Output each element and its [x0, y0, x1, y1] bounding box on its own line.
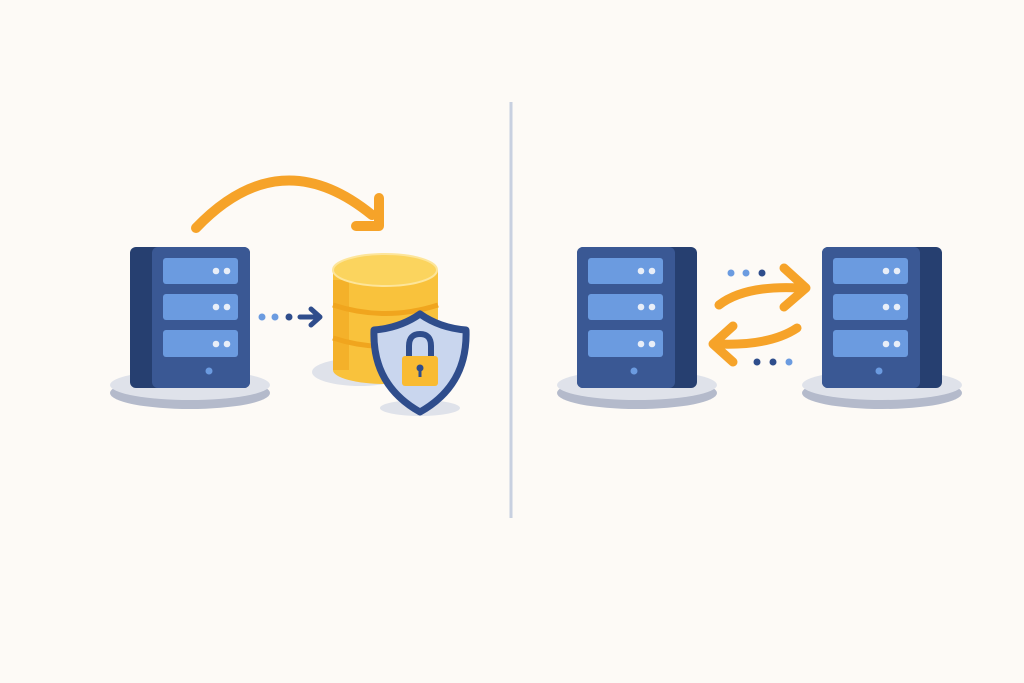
left-panel [110, 175, 470, 416]
dotted-arrow-icon [258, 306, 323, 328]
server-icon [557, 247, 717, 409]
sync-arrows-icon [708, 263, 811, 367]
right-panel [557, 247, 962, 409]
server-icon [110, 247, 270, 409]
server-icon [802, 247, 962, 409]
shield-lock-icon [370, 310, 470, 416]
curved-arrow-icon [191, 175, 377, 233]
